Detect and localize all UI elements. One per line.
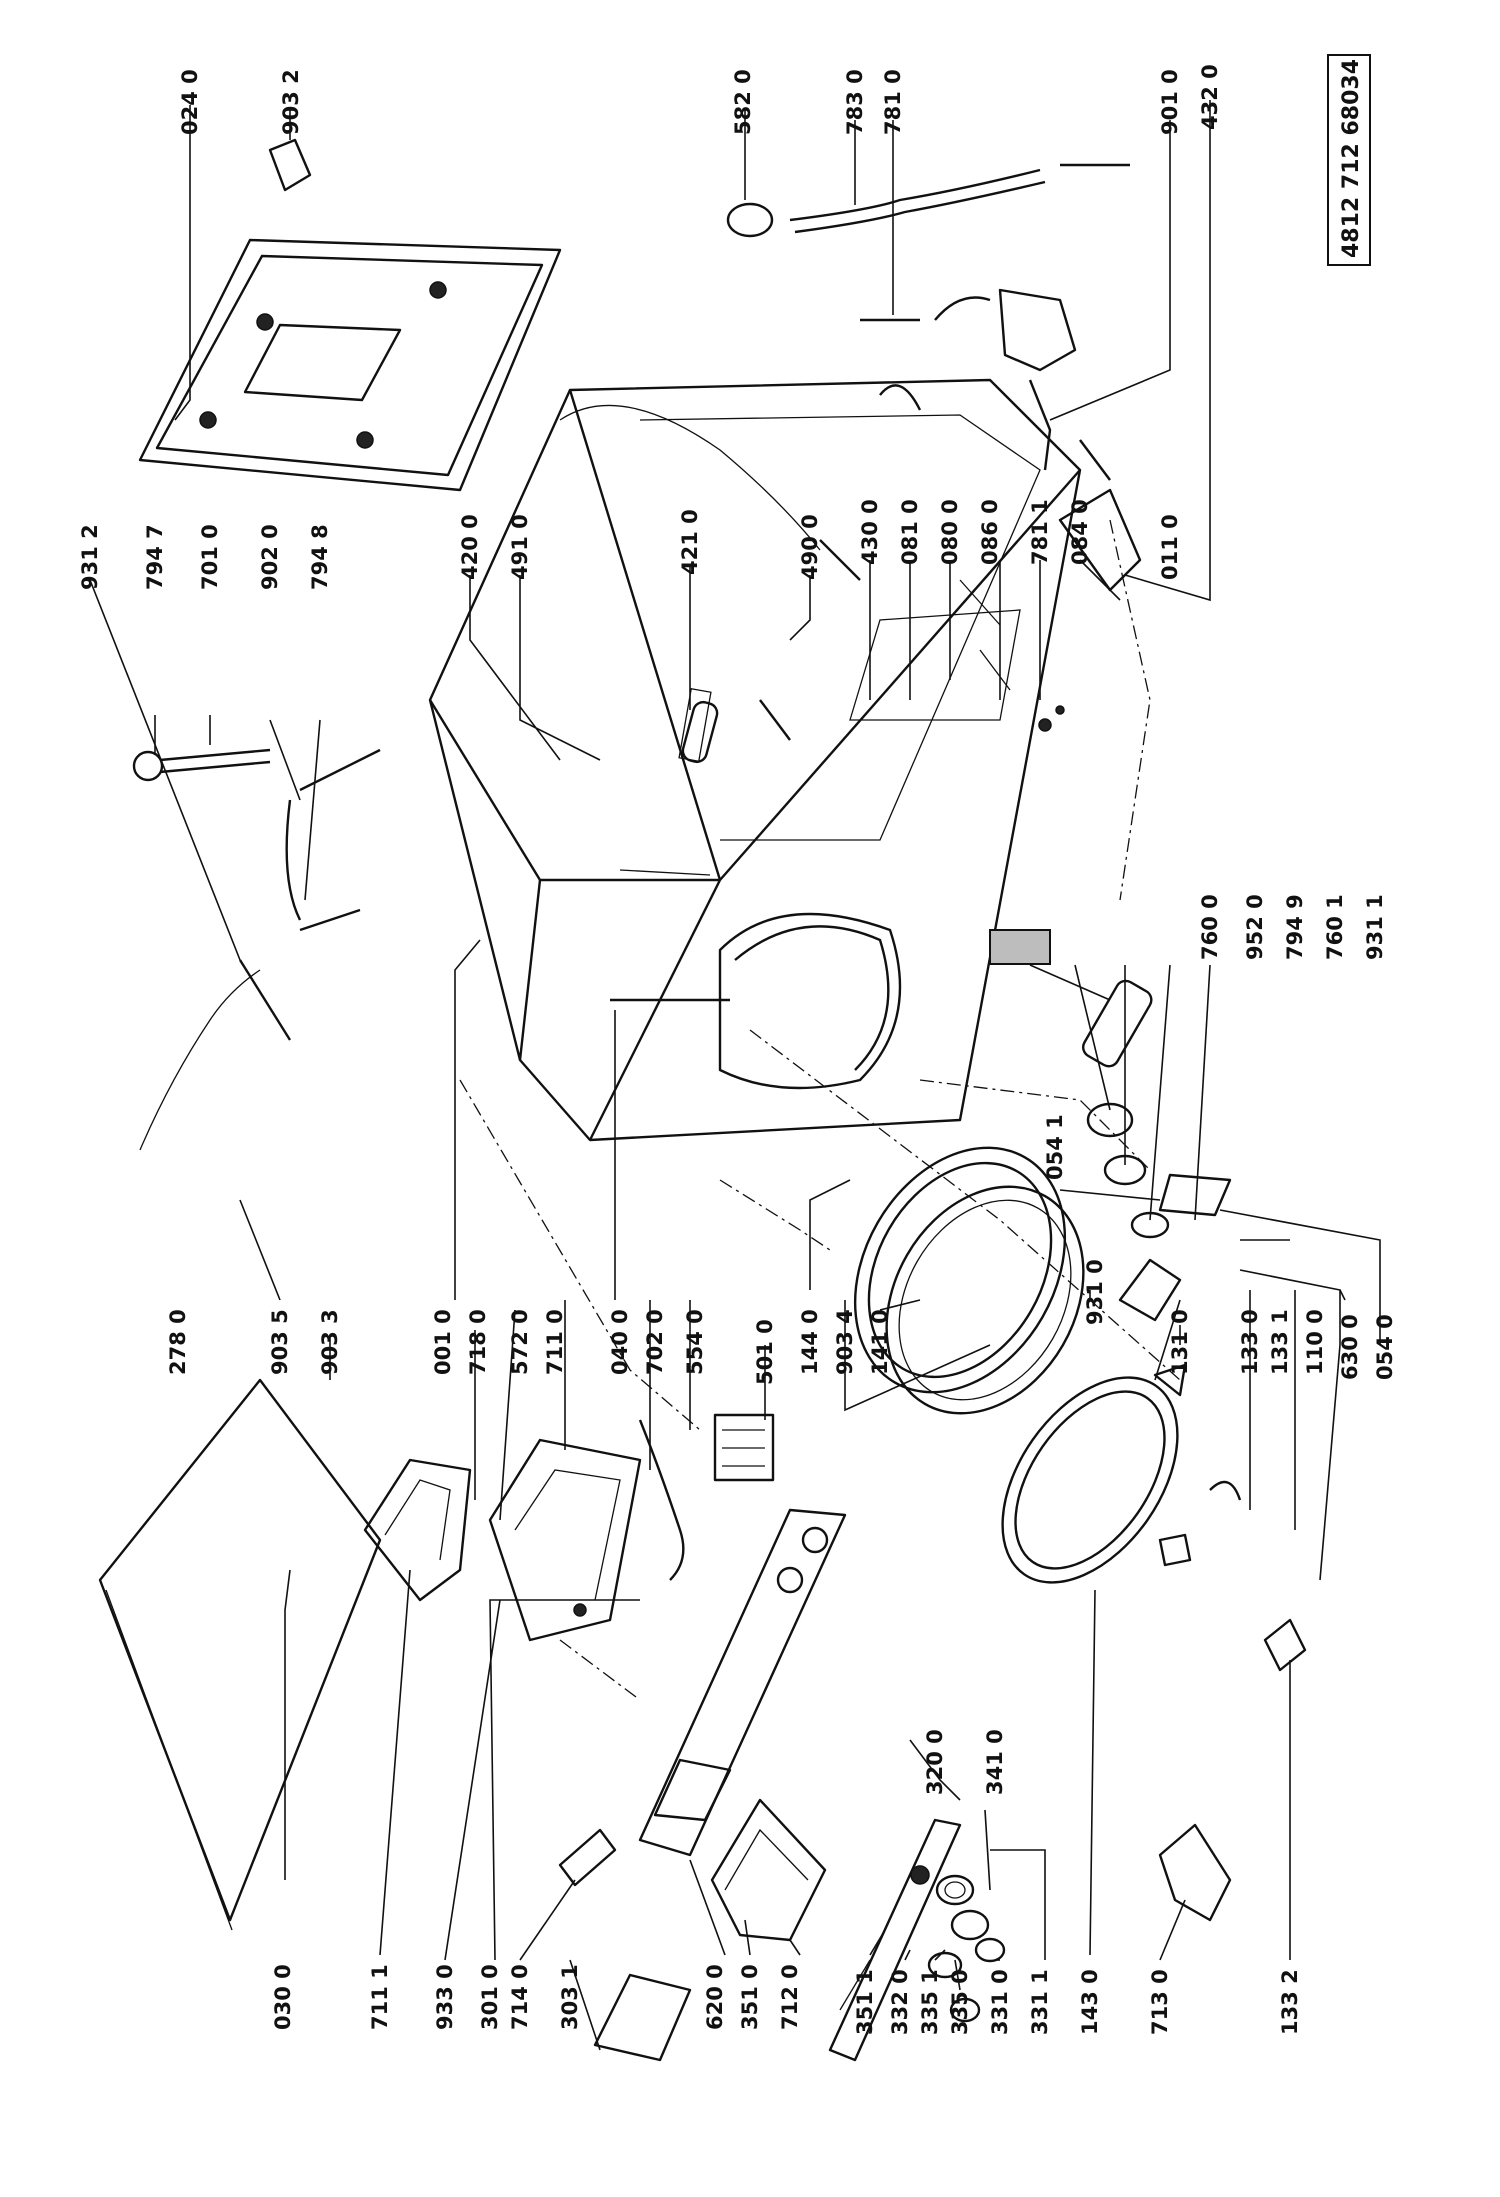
worktop-drawing [98, 1378, 382, 1931]
label-024-0: 024 0 [178, 69, 202, 135]
label-903-3: 903 3 [318, 1309, 342, 1375]
label-141-0: 141 0 [868, 1309, 892, 1375]
latch-parts-drawing [1153, 1363, 1242, 1567]
reference-box: 4812 712 68034 [1327, 54, 1371, 266]
label-335-0: 335 0 [948, 1969, 972, 2035]
label-332-0: 332 0 [888, 1969, 912, 2035]
label-303-1: 303 1 [558, 1964, 582, 2030]
door-front-drawing [1001, 1376, 1179, 1584]
label-554-0: 554 0 [683, 1309, 707, 1375]
label-701-0: 701 0 [198, 524, 222, 590]
label-902-0: 902 0 [258, 524, 282, 590]
label-421-0: 421 0 [678, 509, 702, 575]
hoses-drawing [268, 138, 1142, 592]
label-080-0: 080 0 [938, 499, 962, 565]
label-335-1: 335 1 [918, 1969, 942, 2035]
hinge-drawing [1158, 1823, 1232, 1922]
callout-labels: 024 0 903 2 582 0 783 0 781 0 901 0 432 … [78, 64, 1397, 2035]
label-420-0: 420 0 [458, 514, 482, 580]
door-switch-drawing [713, 1413, 775, 1482]
label-903-5: 903 5 [268, 1309, 292, 1375]
label-713-0: 713 0 [1148, 1969, 1172, 2035]
label-131-0: 131 0 [1168, 1309, 1192, 1375]
label-501-0: 501 0 [753, 1319, 777, 1385]
drawer-drawing [710, 1798, 827, 1942]
label-278-0: 278 0 [166, 1309, 190, 1375]
label-931-0: 931 0 [1083, 1259, 1107, 1325]
inlet-hose-drawing [132, 404, 861, 932]
label-931-1: 931 1 [1363, 894, 1387, 960]
label-054-0: 054 0 [1373, 1314, 1397, 1380]
door-ring-drawing [853, 1146, 1085, 1415]
label-351-0: 351 0 [738, 1964, 762, 2030]
label-491-0: 491 0 [508, 514, 532, 580]
label-030-0: 030 0 [271, 1964, 295, 2030]
label-901-0: 901 0 [1158, 69, 1182, 135]
label-133-0: 133 0 [1238, 1309, 1262, 1375]
label-430-0: 430 0 [858, 499, 882, 565]
explosion-lines [459, 519, 1181, 1701]
label-718-0: 718 0 [466, 1309, 490, 1375]
label-011-0: 011 0 [1158, 514, 1182, 580]
control-panel-drawing [638, 1508, 962, 2062]
label-760-0: 760 0 [1198, 894, 1222, 960]
label-084-0: 084 0 [1068, 499, 1092, 565]
label-781-0: 781 0 [881, 69, 905, 135]
label-320-0: 320 0 [923, 1729, 947, 1795]
label-781-1: 781 1 [1028, 499, 1052, 565]
label-760-1: 760 1 [1323, 894, 1347, 960]
label-144-0: 144 0 [798, 1309, 822, 1375]
label-001-0: 001 0 [431, 1309, 455, 1375]
label-712-0: 712 0 [778, 1964, 802, 2030]
label-133-2: 133 2 [1278, 1969, 1302, 2035]
label-711-1: 711 1 [368, 1964, 392, 2030]
label-952-0: 952 0 [1243, 894, 1267, 960]
cabinet-drawing [428, 378, 1082, 1142]
label-143-0: 143 0 [1078, 1969, 1102, 2035]
label-783-0: 783 0 [843, 69, 867, 135]
label-331-0: 331 0 [988, 1969, 1012, 2035]
label-490-0: 490 0 [798, 514, 822, 580]
label-086-0: 086 0 [978, 499, 1002, 565]
label-432-0: 432 0 [1198, 64, 1222, 130]
label-351-1: 351 1 [853, 1969, 877, 2035]
label-040-0: 040 0 [608, 1309, 632, 1375]
small-parts-drawing [558, 1828, 692, 2062]
label-931-2: 931 2 [78, 524, 102, 590]
label-133-1: 133 1 [1268, 1309, 1292, 1375]
label-331-1: 331 1 [1028, 1969, 1052, 2035]
label-903-2: 903 2 [279, 69, 303, 135]
label-702-0: 702 0 [643, 1309, 667, 1375]
leader-lines [89, 100, 1381, 2051]
label-054-1: 054 1 [1043, 1114, 1067, 1180]
label-933-0: 933 0 [433, 1964, 457, 2030]
misc-hoses-drawing [139, 959, 685, 1581]
label-794-8: 794 8 [308, 524, 332, 590]
label-630-0: 630 0 [1338, 1314, 1362, 1380]
label-903-4: 903 4 [833, 1309, 857, 1375]
filter-drawing [681, 700, 719, 764]
label-572-0: 572 0 [508, 1309, 532, 1375]
reference-number: 4812 712 68034 [1339, 59, 1364, 258]
label-714-0: 714 0 [508, 1964, 532, 2030]
clip-drawing [1263, 1618, 1307, 1672]
label-081-0: 081 0 [898, 499, 922, 565]
label-794-7: 794 7 [143, 524, 167, 590]
knobs-drawing [927, 1874, 1006, 2023]
label-620-0: 620 0 [703, 1964, 727, 2030]
dispenser-drawing [363, 1438, 642, 1642]
label-110-0: 110 0 [1303, 1309, 1327, 1375]
label-582-0: 582 0 [731, 69, 755, 135]
label-341-0: 341 0 [983, 1729, 1007, 1795]
label-711-0: 711 0 [543, 1309, 567, 1375]
label-301-0: 301 0 [478, 1964, 502, 2030]
top-cover-drawing [138, 238, 562, 492]
label-794-9: 794 9 [1283, 894, 1307, 960]
